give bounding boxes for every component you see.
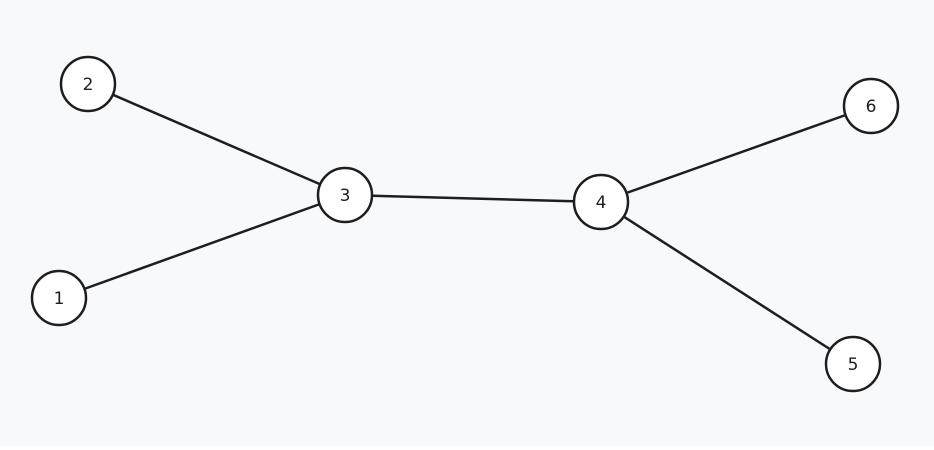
edge-1-3[interactable] [57,193,347,300]
node-label-5: 5 [848,355,859,375]
node-1[interactable]: 1 [30,269,88,327]
node-circle-4[interactable] [572,173,630,231]
node-label-1: 1 [54,289,65,309]
node-6[interactable]: 6 [842,77,900,135]
node-circle-3[interactable] [316,166,374,224]
node-circle-6[interactable] [842,77,900,135]
edge-4-5[interactable] [599,200,855,366]
node-5[interactable]: 5 [824,335,882,393]
edge-4-6[interactable] [599,104,873,204]
node-label-4: 4 [596,193,607,213]
node-4[interactable]: 4 [572,173,630,231]
node-circle-2[interactable] [59,55,117,113]
node-circle-1[interactable] [30,269,88,327]
node-2[interactable]: 2 [59,55,117,113]
node-circle-5[interactable] [824,335,882,393]
edge-2-3[interactable] [86,82,347,197]
node-label-3: 3 [340,186,351,206]
node-label-6: 6 [866,97,877,117]
node-3[interactable]: 3 [316,166,374,224]
node-label-2: 2 [83,75,94,95]
edge-3-4[interactable] [343,193,603,204]
